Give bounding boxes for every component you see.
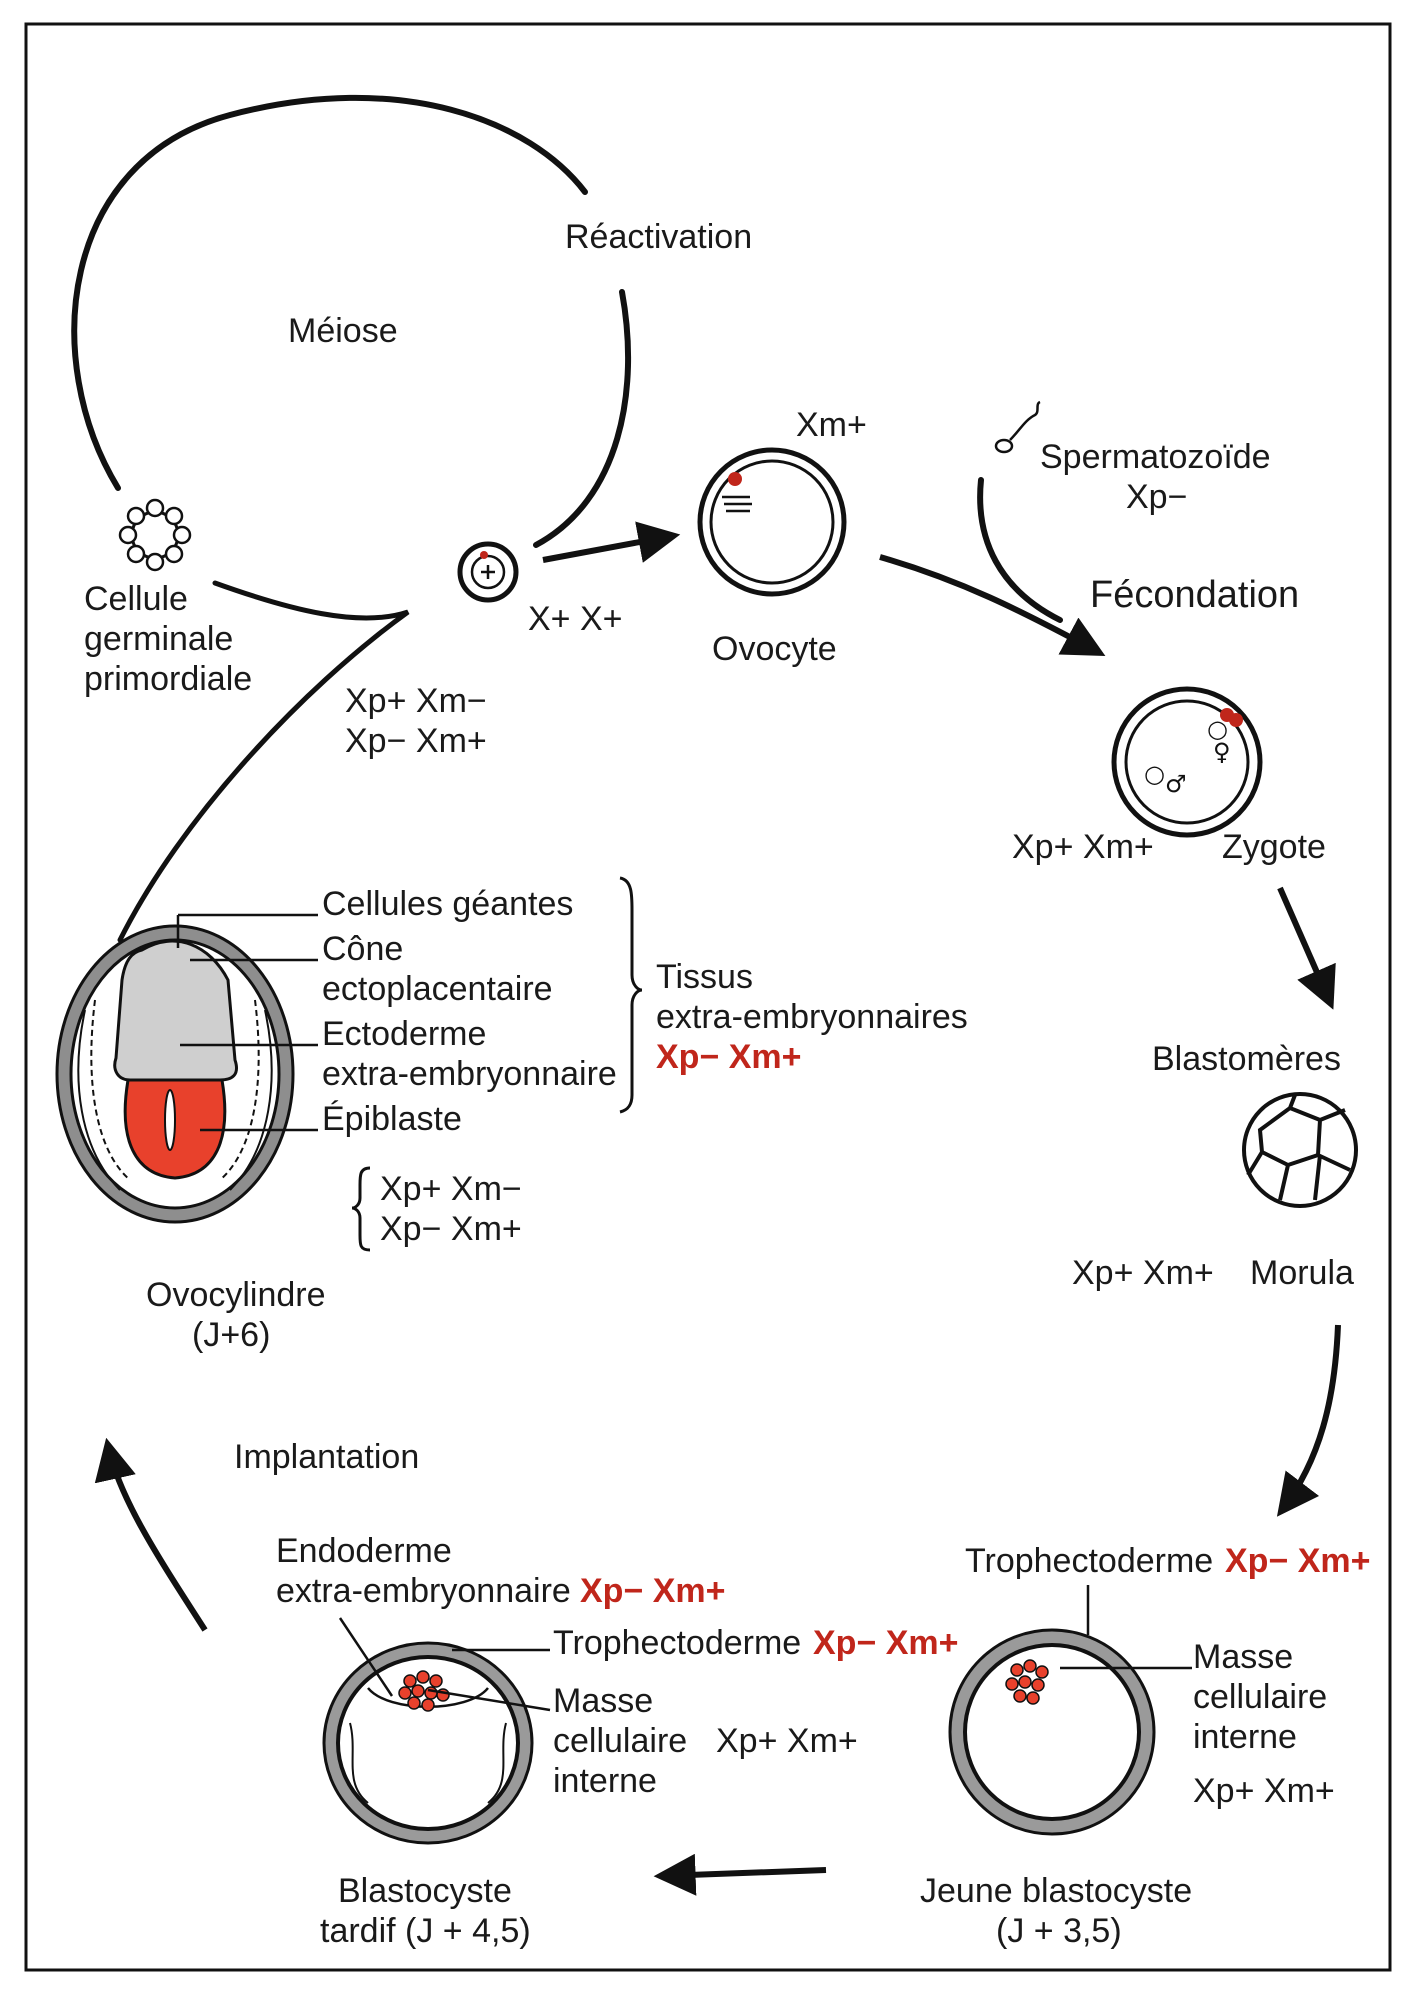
svg-text:○: ○ [1144, 760, 1165, 788]
late-icm-label-3: interne [553, 1762, 657, 1800]
tissus-label-1: Tissus [656, 958, 753, 996]
ovocylindre-label-2: (J+6) [192, 1316, 270, 1354]
late-icm-label-2: cellulaire [553, 1722, 687, 1760]
morula-label: Morula [1250, 1254, 1354, 1292]
tissus-brace [619, 876, 643, 1114]
svg-text:♀: ♀ [1213, 738, 1231, 766]
young-icm-label-2: cellulaire [1193, 1678, 1327, 1716]
svg-text:♂: ♂ [1165, 770, 1187, 798]
morula-icon [1242, 1092, 1358, 1208]
reactivation-label: Réactivation [565, 218, 752, 256]
cellule-label-3: primordiale [84, 660, 252, 698]
germ-geno-1: Xp+ Xm− [345, 682, 487, 720]
implantation-label: Implantation [234, 1438, 419, 1476]
endoderme-geno: Xp− Xm+ [580, 1572, 726, 1610]
xx-label: X+ X+ [528, 600, 623, 638]
morula-geno: Xp+ Xm+ [1072, 1254, 1214, 1292]
cellule-label-1: Cellule [84, 580, 188, 618]
late-icm-label-1: Masse [553, 1682, 653, 1720]
endoderme-label-1: Endoderme [276, 1532, 452, 1570]
extra-embryonnaire-label: extra-embryonnaire [322, 1055, 617, 1093]
germ-geno-2: Xp− Xm+ [345, 722, 487, 760]
late-icm-geno: Xp+ Xm+ [716, 1722, 858, 1760]
epiblast-geno-1: Xp+ Xm− [380, 1170, 522, 1208]
zygote-cell-icon: ○♀ ○♂ [1111, 686, 1263, 838]
meiose-label: Méiose [288, 312, 398, 350]
tissus-geno: Xp− Xm+ [656, 1038, 802, 1076]
sperm-icon [994, 400, 1041, 454]
meiosis-arc [71, 94, 588, 491]
zygote-geno: Xp+ Xm+ [1012, 828, 1154, 866]
sperm-path [977, 477, 1063, 623]
young-troph-label: Trophectoderme [965, 1542, 1213, 1580]
tissus-label-2: extra-embryonnaires [656, 998, 968, 1036]
late-troph-geno: Xp− Xm+ [813, 1624, 959, 1662]
ovocyte-cell-icon [697, 447, 847, 597]
zygote-label: Zygote [1222, 828, 1326, 866]
young-icm-geno: Xp+ Xm+ [1193, 1772, 1335, 1810]
ectoderme-label: Ectoderme [322, 1015, 486, 1053]
arrow-to-ovocyte [542, 521, 681, 563]
young-blasto-label-2: (J + 3,5) [996, 1912, 1122, 1950]
sperm-label: Spermatozoïde [1040, 438, 1271, 476]
young-blasto-label-1: Jeune blastocyste [920, 1872, 1192, 1910]
young-icm-label-3: interne [1193, 1718, 1297, 1756]
oocyte-top-geno: Xm+ [796, 406, 867, 444]
ectoplacentaire-label: ectoplacentaire [322, 970, 553, 1008]
reactivation-arc [533, 289, 632, 548]
late-icm-pointer [427, 1688, 551, 1712]
germline-path [117, 580, 410, 943]
arrow-implantation [94, 1437, 208, 1632]
egg-cylinder-icon [55, 924, 295, 1224]
arrow-to-morula [1277, 886, 1336, 1010]
cone-label: Cône [322, 930, 403, 968]
ovocylindre-label-1: Ovocylindre [146, 1276, 326, 1314]
sperm-geno: Xp− [1126, 478, 1187, 516]
endoderme-label-2: extra-embryonnaire [276, 1572, 571, 1610]
epiblast-geno-2: Xp− Xm+ [380, 1210, 522, 1248]
epiblast-geno-brace [351, 1166, 371, 1252]
late-troph-label: Trophectoderme [553, 1624, 801, 1662]
young-blastocyst-icon [948, 1628, 1156, 1836]
oogonium-cell-icon [457, 541, 519, 603]
blastomeres-label: Blastomères [1152, 1040, 1341, 1078]
late-blastocyst-icon [322, 1641, 534, 1845]
arrow-to-young-blastocyst [1276, 1324, 1341, 1517]
fecondation-label: Fécondation [1090, 574, 1299, 616]
arrow-to-late-blastocyst [653, 1853, 827, 1896]
figure-border [24, 22, 1392, 1972]
primordial-germ-cell-icon [118, 498, 192, 572]
cellules-geantes-label: Cellules géantes [322, 885, 573, 923]
cellule-label-2: germinale [84, 620, 233, 658]
ovocyte-label: Ovocyte [712, 630, 837, 668]
arrow-to-zygote [879, 554, 1106, 656]
young-icm-label-1: Masse [1193, 1638, 1293, 1676]
late-blasto-label-2: tardif (J + 4,5) [320, 1912, 531, 1950]
egg-cylinder-pointers [176, 913, 318, 1132]
late-blasto-label-1: Blastocyste [338, 1872, 512, 1910]
young-troph-geno: Xp− Xm+ [1225, 1542, 1371, 1580]
late-endoderm-pointer [338, 1617, 394, 1697]
svg-text:○: ○ [1207, 715, 1228, 743]
epiblaste-label: Épiblaste [322, 1100, 462, 1138]
